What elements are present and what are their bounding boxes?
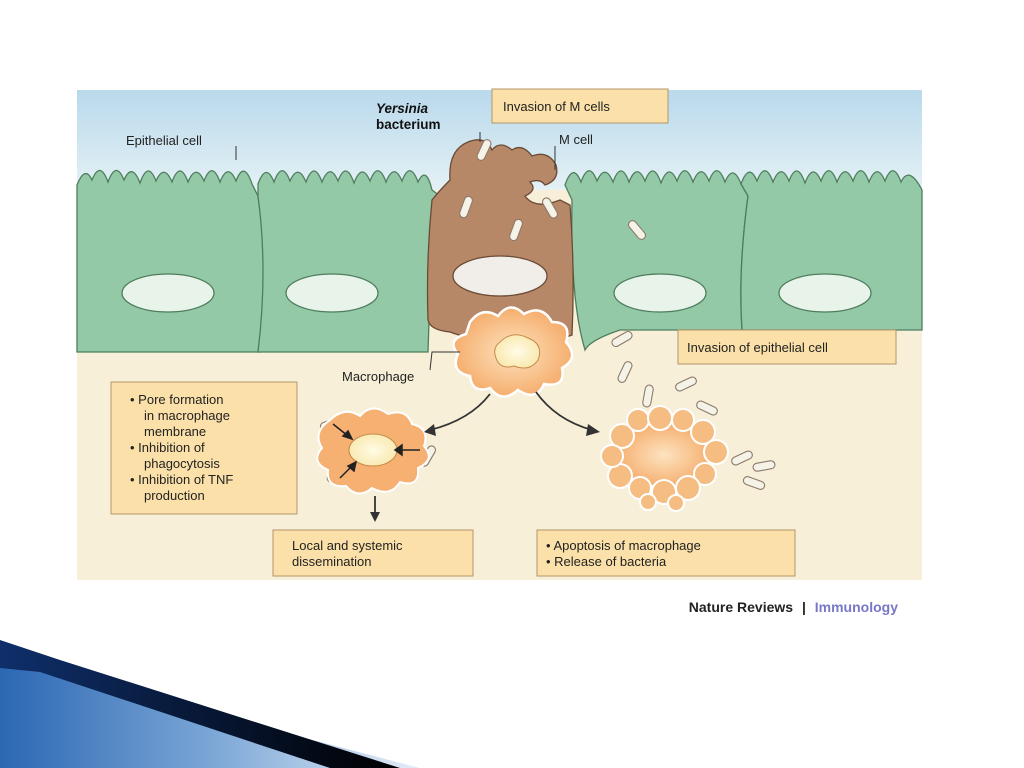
label-epithelial-cell: Epithelial cell: [126, 133, 202, 148]
bacterium: [627, 220, 647, 240]
figure: Epithelial cell Yersinia bacterium M cel…: [76, 88, 923, 615]
nucleus: [285, 273, 379, 313]
box-dissemination: Local and systemic dissemination: [272, 529, 474, 577]
credit-separator: |: [802, 599, 806, 615]
epithelial-cell-2: [257, 170, 441, 353]
credit-line: Nature Reviews | Immunology: [689, 599, 898, 615]
bacterium: [617, 361, 633, 383]
bacterium: [476, 139, 492, 161]
leader-lines: [235, 132, 556, 371]
nucleus: [778, 273, 872, 313]
bacterium: [642, 384, 654, 408]
box-effects: • Pore formation in macrophage membrane …: [110, 381, 298, 515]
credit-journal: Nature Reviews: [689, 599, 793, 615]
bacterium: [731, 450, 753, 466]
bacterium: [752, 460, 776, 472]
bacterium: [509, 218, 523, 242]
bacterium: [675, 376, 697, 392]
arrow-to-apoptosis: [535, 391, 593, 431]
svg-text:phagocytosis: phagocytosis: [144, 456, 220, 471]
svg-text:• Inhibition of TNF: • Inhibition of TNF: [130, 472, 233, 487]
apoptotic-macrophage: [600, 405, 729, 512]
slide-ribbon: [0, 640, 420, 768]
label-bacterium: bacterium: [376, 117, 441, 132]
bacterium: [696, 400, 718, 416]
arrow-to-pore-macrophage: [429, 393, 491, 431]
macrophage-pores: [316, 407, 430, 495]
epithelial-cell-3: [564, 170, 749, 352]
nucleus: [613, 273, 707, 313]
label-m-cell: M cell: [559, 132, 593, 147]
label-macrophage: Macrophage: [342, 369, 414, 384]
pore-arrows: [332, 423, 420, 479]
bacterium: [742, 476, 766, 490]
svg-text:Invasion of M cells: Invasion of M cells: [503, 99, 610, 114]
svg-text:• Inhibition of: • Inhibition of: [130, 440, 205, 455]
box-apoptosis: • Apoptosis of macrophage • Release of b…: [536, 529, 796, 577]
svg-text:Invasion of epithelial cell: Invasion of epithelial cell: [687, 340, 828, 355]
svg-text:dissemination: dissemination: [292, 554, 372, 569]
bacterium: [611, 330, 633, 348]
svg-text:in macrophage: in macrophage: [144, 408, 230, 423]
epithelial-cell-1: [76, 169, 265, 353]
epithelial-nuclei: [121, 273, 872, 313]
svg-text:membrane: membrane: [144, 424, 206, 439]
credit-section: Immunology: [815, 599, 898, 615]
bacterium: [459, 195, 473, 219]
ribbon-blue: [0, 650, 420, 768]
nucleus: [121, 273, 215, 313]
label-yersinia: Yersinia: [376, 101, 429, 116]
macrophage-nucleus: [494, 334, 541, 369]
arrow-heads: [370, 424, 600, 522]
svg-text:production: production: [144, 488, 205, 503]
svg-text:• Release of bacteria: • Release of bacteria: [546, 554, 667, 569]
box-invasion-m-cells: Invasion of M cells: [491, 88, 669, 124]
bacterium: [541, 197, 559, 219]
box-invasion-epithelial: Invasion of epithelial cell: [677, 329, 897, 365]
svg-text:Local and systemic: Local and systemic: [292, 538, 403, 553]
m-cell-nucleus: [452, 255, 548, 297]
svg-text:• Pore formation: • Pore formation: [130, 392, 223, 407]
svg-text:• Apoptosis of macrophage: • Apoptosis of macrophage: [546, 538, 701, 553]
macrophage-main: [452, 306, 574, 398]
